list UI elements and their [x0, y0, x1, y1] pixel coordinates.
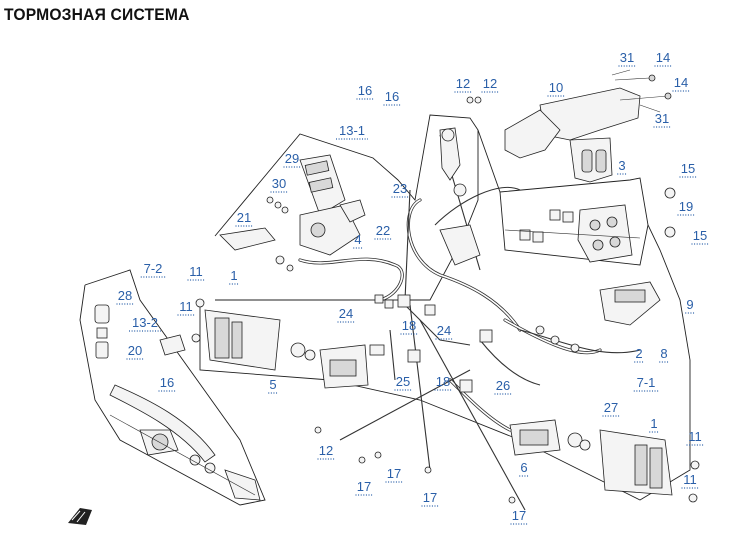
- callout-28: 28: [118, 288, 132, 303]
- callout-24a: 24: [339, 306, 353, 321]
- callout-11b: 11: [179, 299, 193, 314]
- callout-10: 10: [549, 80, 563, 95]
- callout-4: 4: [354, 232, 361, 247]
- callout-31a: 31: [620, 50, 634, 65]
- callout-11a: 11: [189, 264, 203, 279]
- callout-6: 6: [520, 460, 527, 475]
- callout-18a: 18: [402, 318, 416, 333]
- callout-21: 21: [237, 210, 251, 225]
- callout-18b: 18: [436, 374, 450, 389]
- callout-17b: 17: [357, 479, 371, 494]
- callout-17c: 17: [423, 490, 437, 505]
- callout-11c: 11: [688, 429, 702, 444]
- callout-17a: 17: [387, 466, 401, 481]
- upper-caliper-assembly: [504, 187, 676, 326]
- callout-24b: 24: [437, 323, 451, 338]
- callout-16c: 16: [160, 375, 174, 390]
- left-caliper-assembly: [191, 298, 369, 389]
- logo-icon: [68, 508, 92, 525]
- callout-12c: 12: [319, 443, 333, 458]
- rear-master-cylinder-assembly: [504, 69, 672, 183]
- right-caliper-assembly: [509, 419, 700, 503]
- callout-15a: 15: [681, 161, 695, 176]
- callout-17d: 17: [512, 508, 526, 523]
- callout-12b: 12: [483, 76, 497, 91]
- callout-8: 8: [660, 346, 667, 361]
- callout-7-1: 7-1: [637, 375, 656, 390]
- left-lever-assembly: [94, 304, 261, 501]
- central-valve-parts: [314, 96, 580, 504]
- callout-1a: 1: [230, 268, 237, 283]
- callout-3: 3: [618, 158, 625, 173]
- callout-2: 2: [635, 346, 642, 361]
- callout-27: 27: [604, 400, 618, 415]
- callout-1b: 1: [650, 416, 657, 431]
- callout-23: 23: [393, 181, 407, 196]
- callout-14a: 14: [656, 50, 670, 65]
- brake-lines: [298, 134, 641, 511]
- callout-16b: 16: [385, 89, 399, 104]
- callout-31b: 31: [655, 111, 669, 126]
- assembly-outlines: [79, 114, 691, 506]
- callout-26: 26: [496, 378, 510, 393]
- callout-13-2: 13-2: [132, 315, 158, 330]
- callout-19: 19: [679, 199, 693, 214]
- callout-13-1: 13-1: [339, 123, 365, 138]
- callout-11d: 11: [683, 472, 697, 487]
- handlebar-master-cylinder: [219, 154, 366, 272]
- callout-9: 9: [686, 297, 693, 312]
- callout-29: 29: [285, 151, 299, 166]
- callout-22: 22: [376, 223, 390, 238]
- callout-20: 20: [128, 343, 142, 358]
- callout-15b: 15: [693, 228, 707, 243]
- callout-14b: 14: [674, 75, 688, 90]
- callout-7-2: 7-2: [144, 261, 163, 276]
- page-title: ТОРМОЗНАЯ СИСТЕМА: [4, 5, 190, 24]
- callout-25: 25: [396, 374, 410, 389]
- callout-16a: 16: [358, 83, 372, 98]
- callout-5: 5: [269, 377, 276, 392]
- callout-12a: 12: [456, 76, 470, 91]
- callout-30: 30: [272, 176, 286, 191]
